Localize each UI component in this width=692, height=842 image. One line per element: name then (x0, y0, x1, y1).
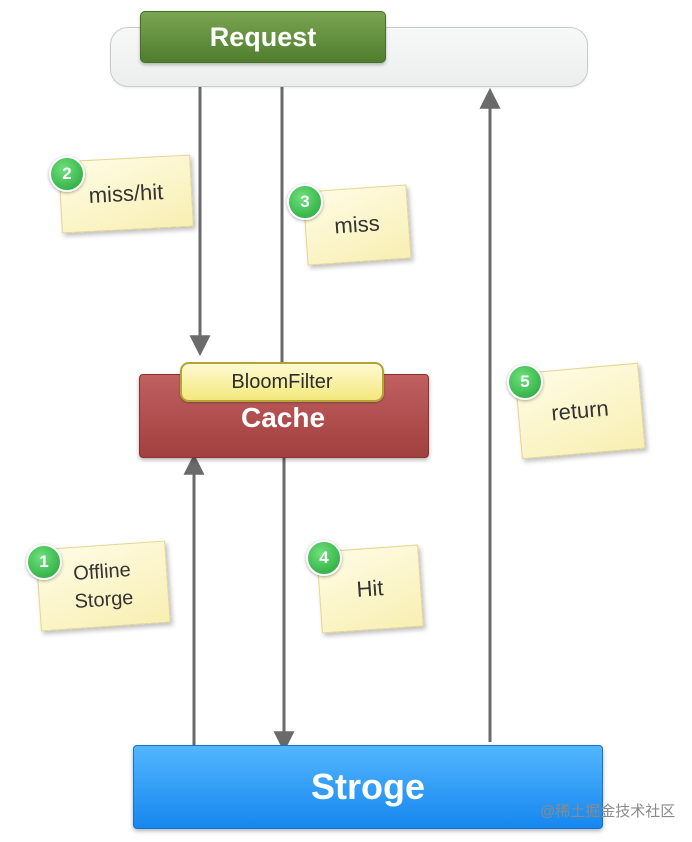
bloom-filter-tag: BloomFilter (180, 362, 384, 402)
step-2-label: miss/hit (88, 179, 164, 208)
step-5-badge: 5 (507, 364, 543, 400)
step-1-badge: 1 (26, 544, 62, 580)
step-1-label: Offline Storge (72, 559, 135, 613)
storage-label: Stroge (310, 766, 425, 807)
watermark: @稀土掘金技术社区 (540, 803, 676, 820)
step-4-badge: 4 (306, 540, 342, 576)
step-3-badge: 3 (287, 184, 323, 220)
cache-label: Cache (240, 402, 326, 433)
storage-node: Stroge (133, 745, 603, 829)
request-node: Request (140, 11, 386, 63)
step-3-label: miss (333, 210, 381, 239)
request-label: Request (209, 21, 317, 52)
step-5-label: return (550, 395, 610, 426)
step-2-badge: 2 (49, 156, 85, 192)
step-4-label: Hit (355, 575, 385, 602)
bloom-filter-label: BloomFilter (231, 370, 333, 393)
